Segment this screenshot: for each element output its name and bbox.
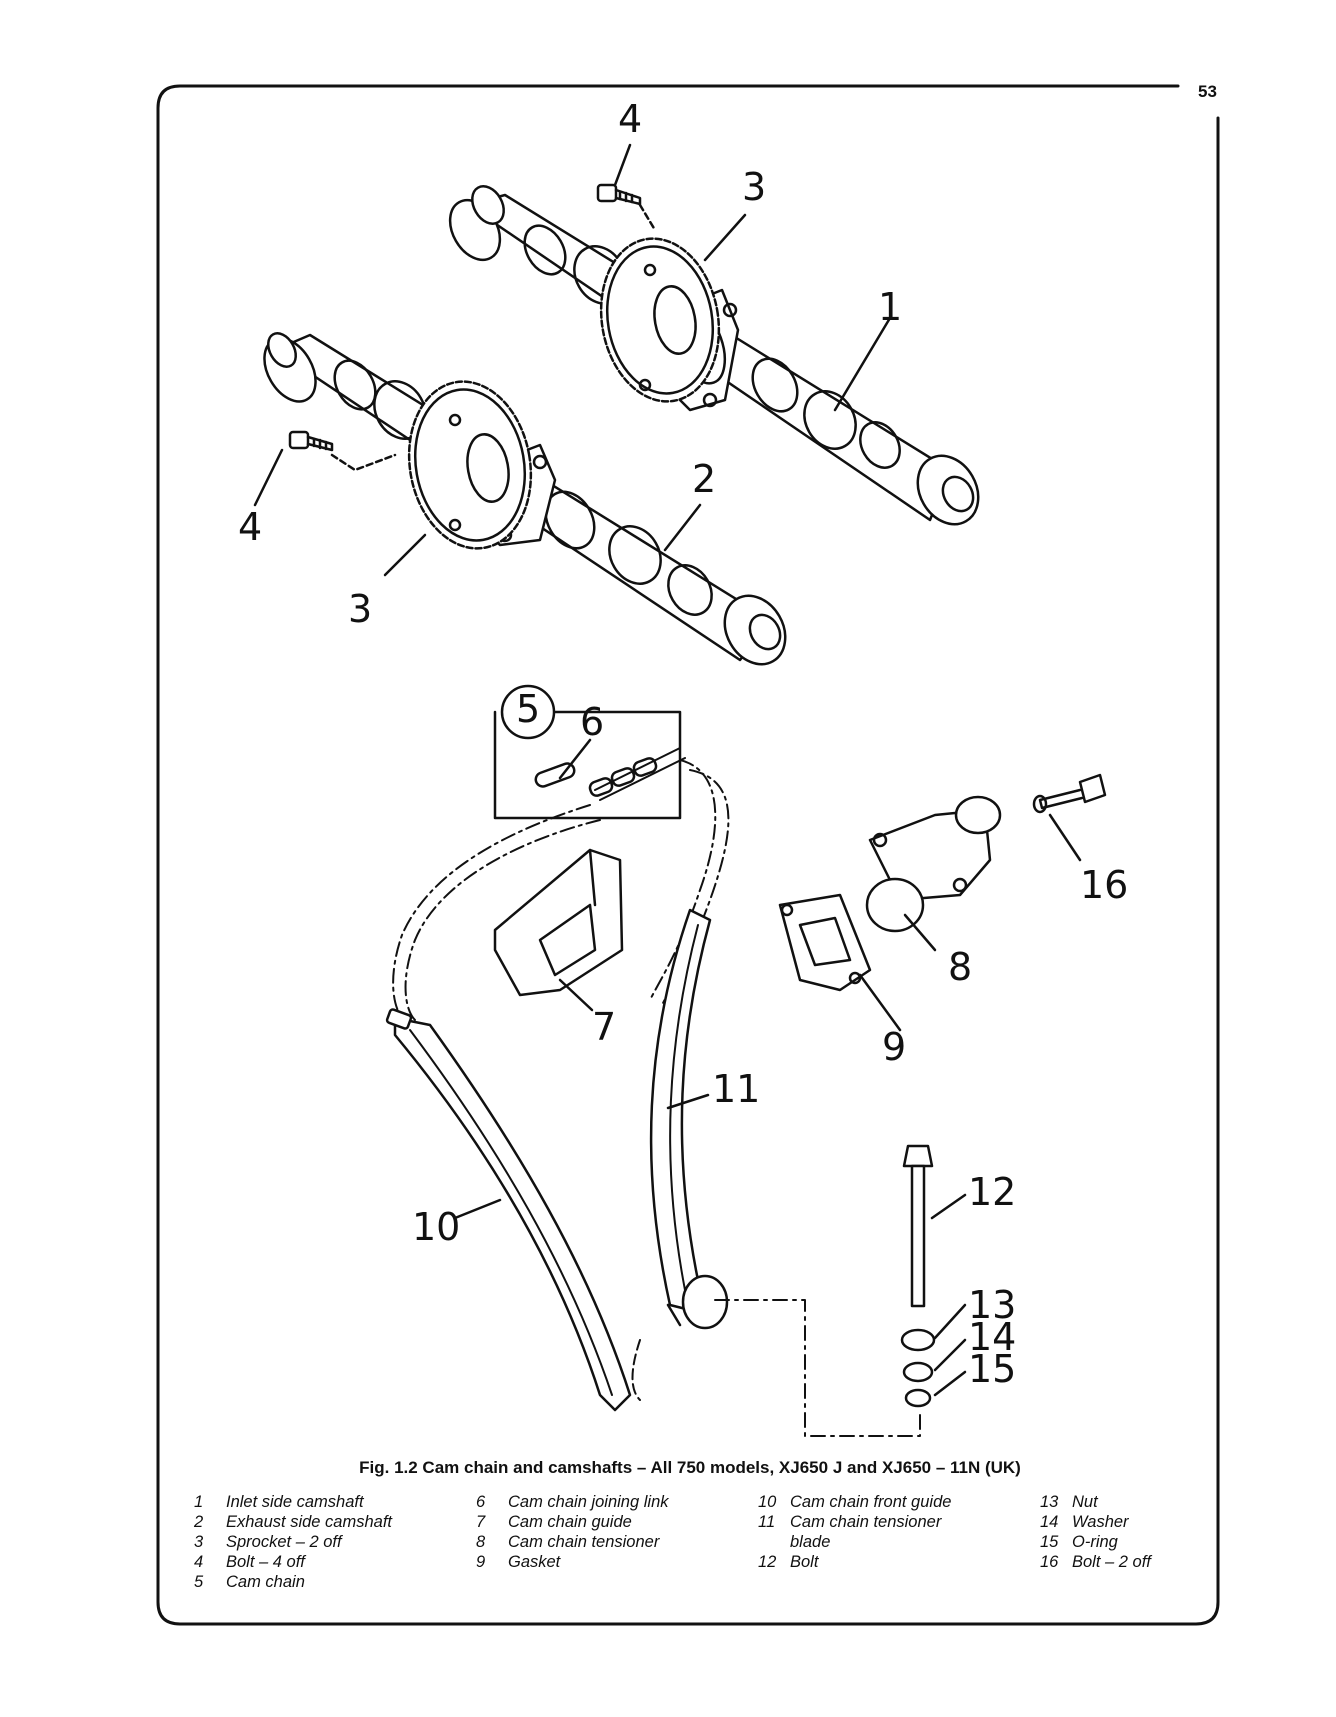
legend-item: 11 Cam chain tensioner: [758, 1512, 951, 1532]
gasket: [778, 893, 872, 992]
legend-number: 8: [476, 1533, 486, 1551]
legend-item: 8 Cam chain tensioner: [476, 1532, 669, 1552]
legend-number: 2: [194, 1513, 204, 1531]
legend-item: 13 Nut: [1040, 1492, 1151, 1512]
label-3-upper: 3: [742, 165, 766, 209]
legend-text: Bolt: [790, 1553, 819, 1571]
legend-number: 5: [194, 1573, 204, 1591]
figure-caption: Fig. 1.2 Cam chain and camshafts – All 7…: [359, 1458, 1021, 1477]
legend-text: Cam chain guide: [508, 1513, 632, 1531]
legend-number: 11: [758, 1513, 776, 1531]
label-2: 2: [692, 457, 716, 501]
label-8: 8: [948, 945, 972, 989]
legend-text: Inlet side camshaft: [226, 1493, 364, 1511]
legend-item: 14 Washer: [1040, 1512, 1151, 1532]
label-9: 9: [882, 1025, 906, 1069]
label-7: 7: [592, 1005, 616, 1049]
legend-item: 15 O-ring: [1040, 1532, 1151, 1552]
label-13: 13: [968, 1283, 1016, 1327]
label-1: 1: [878, 285, 902, 329]
cam-chain-guide: [493, 848, 624, 997]
label-3-lower: 3: [348, 587, 372, 631]
legend-text: Bolt – 2 off: [1072, 1553, 1151, 1571]
legend-item: 4 Bolt – 4 off: [194, 1552, 392, 1572]
label-4-lower: 4: [238, 505, 262, 549]
legend-text: Cam chain tensioner: [508, 1533, 660, 1551]
cam-chain-tensioner-blade: [649, 908, 729, 1330]
legend-text: Cam chain tensioner: [790, 1513, 942, 1531]
legend-number: 12: [758, 1553, 777, 1571]
legend-number: 1: [194, 1493, 204, 1511]
legend-text: O-ring: [1072, 1533, 1118, 1551]
legend-number: 4: [194, 1553, 204, 1571]
legend-item: 5 Cam chain: [194, 1572, 392, 1592]
cam-chain-inset: [493, 684, 686, 820]
legend-item: 12 Bolt: [758, 1552, 951, 1572]
legend-item: 10 Cam chain front guide: [758, 1492, 951, 1512]
legend-item: 6 Cam chain joining link: [476, 1492, 669, 1512]
legend-item: blade: [758, 1532, 951, 1552]
legend-item: 16 Bolt – 2 off: [1040, 1552, 1151, 1572]
cam-chain-tensioner: [865, 795, 1002, 933]
label-6: 6: [580, 700, 604, 744]
legend-text: Cam chain: [226, 1573, 305, 1591]
legend-number: 7: [476, 1513, 486, 1531]
label-14: 14: [968, 1315, 1016, 1359]
o-ring: [904, 1388, 932, 1408]
legend-item: 2 Exhaust side camshaft: [194, 1512, 392, 1532]
sprocket-lower: [407, 380, 533, 550]
legend-column-3: 10 Cam chain front guide 11 Cam chain tensi…: [758, 1492, 951, 1572]
cam-chain-front-guide: [385, 1008, 632, 1412]
label-16: 16: [1080, 863, 1128, 907]
label-4-upper: 4: [618, 97, 642, 141]
legend-text: Exhaust side camshaft: [226, 1513, 392, 1531]
bolt-16: [1032, 773, 1107, 814]
legend-item: 1 Inlet side camshaft: [194, 1492, 392, 1512]
legend-text: Nut: [1072, 1493, 1098, 1511]
legend-text: Sprocket – 2 off: [226, 1533, 342, 1551]
label-11: 11: [712, 1067, 760, 1111]
legend-number: 9: [476, 1553, 486, 1571]
nut: [900, 1328, 936, 1352]
page-number: 53: [1198, 82, 1217, 101]
cam-chain-loop: [392, 759, 730, 1401]
bolt-12: [902, 1144, 934, 1308]
legend-number: 14: [1040, 1513, 1059, 1531]
legend-item: 7 Cam chain guide: [476, 1512, 669, 1532]
label-15: 15: [968, 1347, 1016, 1391]
legend-text: blade: [790, 1533, 831, 1551]
legend-number: 16: [1040, 1553, 1059, 1571]
legend-item: 3 Sprocket – 2 off: [194, 1532, 392, 1552]
legend-text: Bolt – 4 off: [226, 1553, 305, 1571]
legend-item: 9 Gasket: [476, 1552, 669, 1572]
assembly-line: [714, 1299, 921, 1437]
legend-column-4: 13 Nut 14 Washer 15 O-ring 16 Bolt – 2 off: [1040, 1492, 1151, 1572]
legend-text: Gasket: [508, 1553, 561, 1571]
label-5: 5: [516, 687, 540, 731]
legend-number: 13: [1040, 1493, 1059, 1511]
label-12: 12: [968, 1170, 1016, 1214]
legend-text: Cam chain front guide: [790, 1493, 952, 1511]
leader-lines: [253, 143, 1082, 1397]
legend-number: 10: [758, 1493, 777, 1511]
legend-text: Cam chain joining link: [508, 1493, 669, 1511]
legend-text: Washer: [1072, 1513, 1129, 1531]
bolt-lower: [288, 430, 397, 472]
legend-number: 3: [194, 1533, 204, 1551]
page-frame: [156, 84, 1220, 1626]
legend-number: 15: [1040, 1533, 1059, 1551]
bolt-upper: [596, 183, 657, 232]
legend-number: 6: [476, 1493, 486, 1511]
washer: [902, 1361, 934, 1383]
label-10: 10: [412, 1205, 460, 1249]
legend-column-1: 1 Inlet side camshaft 2 Exhaust side camsha…: [194, 1492, 392, 1592]
legend-number: [758, 1532, 790, 1552]
sprocket-upper: [599, 237, 721, 403]
